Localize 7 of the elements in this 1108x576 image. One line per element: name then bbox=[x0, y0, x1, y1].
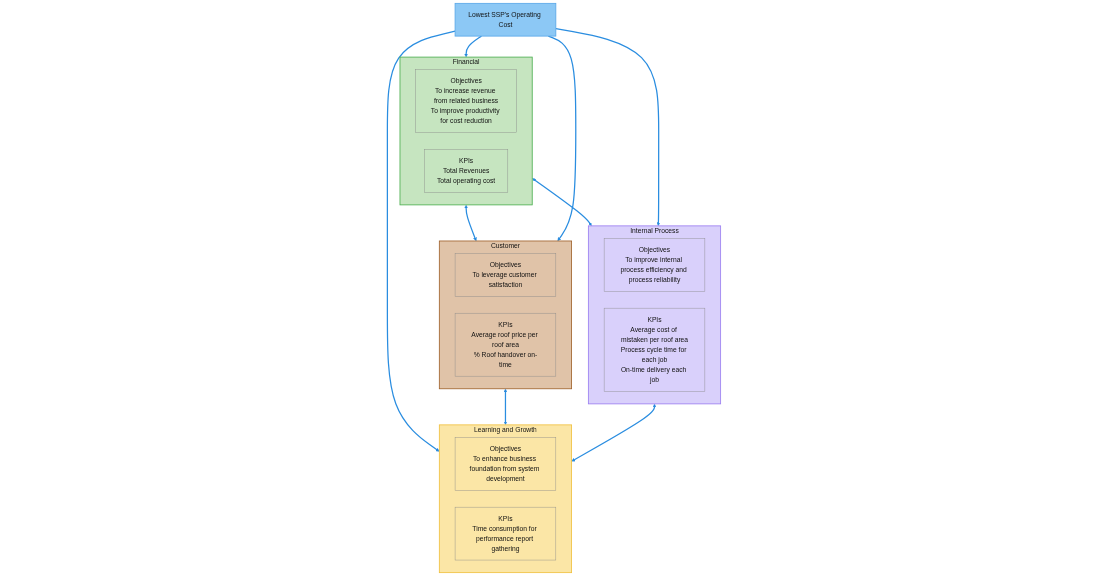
arrow bbox=[386, 30, 456, 452]
arrow bbox=[555, 27, 661, 227]
arrow bbox=[503, 388, 508, 426]
arrow bbox=[464, 204, 477, 242]
arrow bbox=[571, 403, 657, 462]
arrow bbox=[464, 35, 483, 58]
arrow bbox=[532, 178, 592, 227]
